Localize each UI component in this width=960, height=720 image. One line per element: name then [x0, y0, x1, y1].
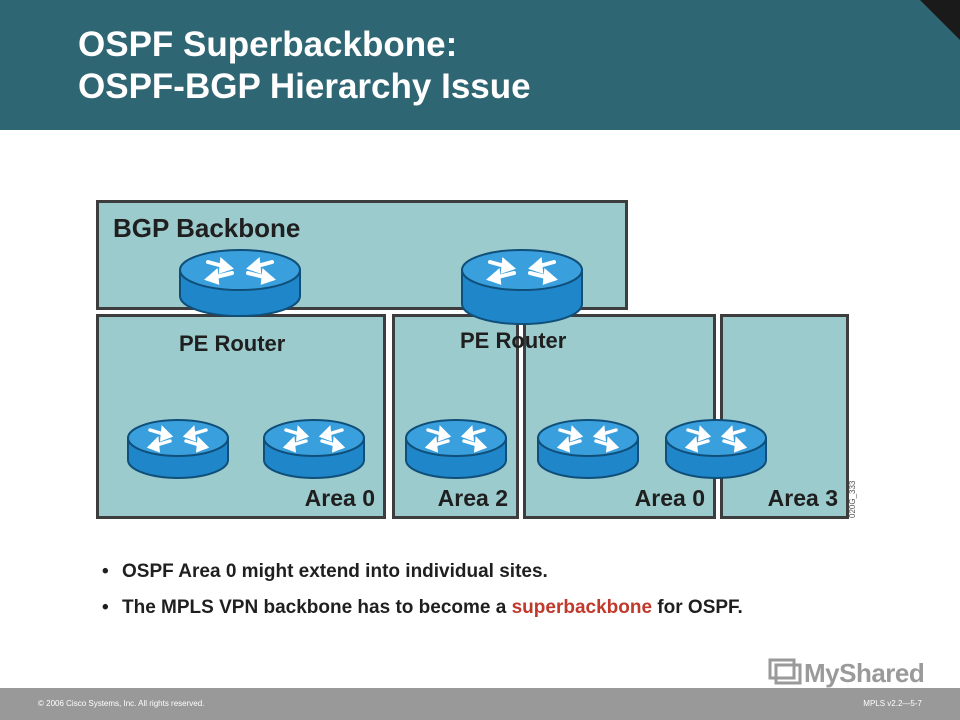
- bullet-item-1: • OSPF Area 0 might extend into individu…: [102, 560, 902, 584]
- router-icon-area0-right: [537, 419, 639, 479]
- router-icon-area2: [405, 419, 507, 479]
- area-box-area2: Area 2: [392, 314, 519, 519]
- bgp-backbone-label: BGP Backbone: [113, 213, 301, 243]
- area-box-area0-right: Area 0: [523, 314, 716, 519]
- router-icon-area0-area3-border: [665, 419, 767, 479]
- slide-footer: © 2006 Cisco Systems, Inc. All rights re…: [0, 688, 960, 720]
- bullet-text-2-before: The MPLS VPN backbone has to become a: [122, 597, 512, 618]
- slide-title-line2: OSPF-BGP Hierarchy Issue: [78, 67, 531, 106]
- router-icon-area0-left-1: [127, 419, 229, 479]
- bullet-text-2-accent: superbackbone: [511, 597, 653, 618]
- bullet-text-1: OSPF Area 0 might extend into individual…: [122, 561, 548, 582]
- area-box-area0-left: PE Router Area 0: [96, 314, 386, 519]
- bullet-dot: •: [102, 561, 109, 582]
- header-corner: [920, 0, 960, 40]
- pe-router-label-left: PE Router: [179, 331, 286, 356]
- area-label-area3: Area 3: [767, 485, 838, 511]
- myshared-logo-icon: [768, 658, 802, 685]
- pe-router-icon-right: [461, 249, 583, 325]
- slide-title-line1: OSPF Superbackbone:: [78, 25, 458, 64]
- area-box-area3: Area 3: [720, 314, 849, 519]
- slide-header: OSPF Superbackbone: OSPF-BGP Hierarchy I…: [0, 0, 960, 130]
- area-label-area2: Area 2: [437, 485, 508, 511]
- bullet-list: • OSPF Area 0 might extend into individu…: [102, 560, 902, 632]
- router-icon-area0-left-2: [263, 419, 365, 479]
- bullet-item-2: • The MPLS VPN backbone has to become a …: [102, 596, 902, 620]
- pe-router-icon-left: [179, 249, 301, 317]
- figure-code: 020G_333: [848, 480, 857, 518]
- bullet-dot: •: [102, 597, 109, 618]
- area-label-area0-right: Area 0: [634, 485, 705, 511]
- pe-router-label-right: PE Router: [460, 328, 567, 353]
- footer-course-code: MPLS v2.2—5-7: [863, 699, 922, 708]
- slide-title: OSPF Superbackbone: OSPF-BGP Hierarchy I…: [78, 24, 531, 108]
- bullet-text-2-after: for OSPF.: [652, 597, 743, 618]
- myshared-logo-text: MyShared: [804, 658, 925, 688]
- footer-copyright: © 2006 Cisco Systems, Inc. All rights re…: [38, 699, 205, 708]
- area-label-area0-left: Area 0: [304, 485, 375, 511]
